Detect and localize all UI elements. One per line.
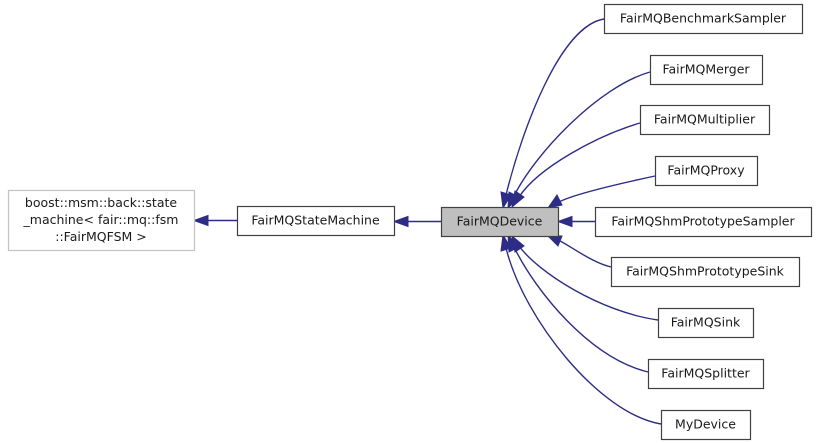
inheritance-arrow-icon bbox=[556, 215, 573, 228]
nodes-layer: boost::msm::back::state_machine< fair::m… bbox=[7, 3, 813, 441]
node-box[interactable] bbox=[603, 3, 804, 35]
edge-line bbox=[518, 245, 659, 321]
inheritance-arrow-icon bbox=[500, 233, 512, 252]
node-label: FairMQStateMachine bbox=[251, 212, 380, 227]
node-box[interactable] bbox=[236, 205, 396, 237]
node-label-line: _machine< fair::mq::fsm bbox=[23, 212, 179, 227]
node-box[interactable] bbox=[654, 155, 759, 187]
node-box[interactable] bbox=[657, 307, 755, 339]
node-label-line: FairMQStateMachine bbox=[251, 212, 380, 227]
edge-line bbox=[505, 247, 662, 425]
node-label-line: FairMQSplitter bbox=[661, 365, 750, 380]
node-label: FairMQShmPrototypeSampler bbox=[611, 213, 795, 228]
class-node-fairmq-shm-prototype-sink[interactable]: FairMQShmPrototypeSink bbox=[610, 256, 801, 288]
node-box[interactable] bbox=[610, 256, 801, 288]
inheritance-arrow-icon bbox=[392, 215, 409, 228]
class-node-fairmq-sink[interactable]: FairMQSink bbox=[657, 307, 755, 339]
node-label: FairMQMultiplier bbox=[654, 111, 756, 126]
node-label-line: FairMQMerger bbox=[662, 61, 750, 76]
edge-line bbox=[559, 240, 612, 268]
node-box[interactable] bbox=[660, 409, 752, 441]
edge-line bbox=[505, 18, 605, 196]
edge-fairmq-state-machine-to-boost-state-machine bbox=[192, 214, 237, 227]
edge-line bbox=[518, 122, 641, 198]
node-box[interactable] bbox=[594, 206, 813, 238]
node-box[interactable] bbox=[647, 358, 765, 390]
node-box[interactable] bbox=[440, 206, 560, 238]
node-label-line: FairMQSink bbox=[671, 314, 741, 329]
edges-layer bbox=[192, 18, 662, 425]
inheritance-arrow-icon bbox=[511, 190, 525, 209]
class-node-fairmq-benchmark-sampler[interactable]: FairMQBenchmarkSampler bbox=[603, 3, 804, 35]
node-label: FairMQShmPrototypeSink bbox=[626, 263, 785, 278]
node-label-line: MyDevice bbox=[675, 416, 736, 431]
node-label-line: ::FairMQFSM > bbox=[55, 229, 147, 244]
node-label: FairMQMerger bbox=[662, 61, 750, 76]
edge-line bbox=[513, 71, 651, 197]
edge-fairmq-proxy-to-fairmq-device bbox=[546, 175, 656, 209]
class-node-fairmq-proxy[interactable]: FairMQProxy bbox=[654, 155, 759, 187]
node-label: FairMQBenchmarkSampler bbox=[620, 10, 787, 25]
edge-fairmq-benchmark-sampler-to-fairmq-device bbox=[500, 18, 605, 210]
edge-fairmq-merger-to-fairmq-device bbox=[507, 71, 651, 210]
class-node-fairmq-splitter[interactable]: FairMQSplitter bbox=[647, 358, 765, 390]
edge-fairmq-shm-prototype-sampler-to-fairmq-device bbox=[556, 215, 595, 228]
node-label-line: FairMQShmPrototypeSampler bbox=[611, 213, 795, 228]
inheritance-arrow-icon bbox=[546, 235, 563, 247]
edge-line bbox=[513, 246, 649, 373]
node-label: FairMQSplitter bbox=[661, 365, 750, 380]
node-box[interactable] bbox=[649, 54, 764, 86]
class-node-fairmq-device[interactable]: FairMQDevice bbox=[440, 206, 560, 238]
class-node-my-device[interactable]: MyDevice bbox=[660, 409, 752, 441]
node-box[interactable] bbox=[7, 189, 196, 252]
node-label-line: boost::msm::back::state bbox=[25, 195, 177, 210]
node-label: boost::msm::back::state_machine< fair::m… bbox=[23, 195, 179, 244]
class-node-fairmq-shm-prototype-sampler[interactable]: FairMQShmPrototypeSampler bbox=[594, 206, 813, 238]
node-label-line: FairMQDevice bbox=[457, 213, 543, 228]
edge-fairmq-device-to-fairmq-state-machine bbox=[392, 215, 441, 228]
edge-fairmq-multiplier-to-fairmq-device bbox=[511, 122, 641, 209]
class-node-fairmq-multiplier[interactable]: FairMQMultiplier bbox=[639, 104, 771, 136]
node-box[interactable] bbox=[639, 104, 771, 136]
edge-line bbox=[558, 175, 656, 203]
inheritance-arrow-icon bbox=[192, 214, 209, 227]
class-node-fairmq-merger[interactable]: FairMQMerger bbox=[649, 54, 764, 86]
class-node-fairmq-state-machine[interactable]: FairMQStateMachine bbox=[236, 205, 396, 237]
node-label-line: FairMQMultiplier bbox=[654, 111, 756, 126]
edge-my-device-to-fairmq-device bbox=[500, 233, 662, 425]
node-label: FairMQDevice bbox=[457, 213, 543, 228]
node-label-line: FairMQProxy bbox=[667, 162, 745, 177]
node-label: FairMQProxy bbox=[667, 162, 745, 177]
node-label-line: FairMQShmPrototypeSink bbox=[626, 263, 785, 278]
edge-fairmq-shm-prototype-sink-to-fairmq-device bbox=[546, 235, 612, 268]
node-label: MyDevice bbox=[675, 416, 736, 431]
node-label: FairMQSink bbox=[671, 314, 741, 329]
inheritance-arrow-icon bbox=[546, 194, 563, 209]
class-node-boost-state-machine[interactable]: boost::msm::back::state_machine< fair::m… bbox=[7, 189, 196, 252]
node-label-line: FairMQBenchmarkSampler bbox=[620, 10, 787, 25]
